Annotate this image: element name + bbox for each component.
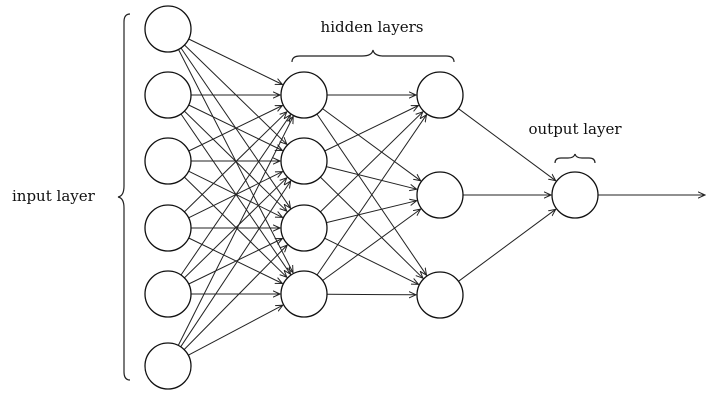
connection-l1-n3-to-n1 xyxy=(322,209,421,281)
hidden-neuron-1-1 xyxy=(280,137,328,185)
connection-l0-n5-to-n2 xyxy=(183,245,287,350)
connection-l1-n1-to-n2 xyxy=(320,176,423,278)
hidden-neuron-1-3 xyxy=(280,270,328,318)
input-neuron-0-3 xyxy=(144,204,192,252)
connection-l0-n4-to-n1 xyxy=(184,178,286,279)
connection-l1-n3-to-n2 xyxy=(326,294,416,295)
connection-l1-n1-to-n1 xyxy=(326,166,416,190)
neurons-group xyxy=(144,5,599,390)
connection-l1-n2-to-n0 xyxy=(320,112,422,213)
connection-l1-n1-to-n0 xyxy=(324,106,419,152)
hidden-layers-label: hidden layers xyxy=(321,18,424,36)
connection-l1-n2-to-n1 xyxy=(326,201,416,224)
input-neuron-0-5 xyxy=(144,342,192,390)
output-layer-label: output layer xyxy=(528,120,622,138)
connection-l1-n2-to-n2 xyxy=(324,237,419,284)
input-layer-label: input layer xyxy=(12,187,96,205)
input-neuron-0-2 xyxy=(144,137,192,185)
connection-l0-n5-to-n0 xyxy=(177,117,293,346)
hidden-neuron-1-2 xyxy=(280,204,328,252)
hidden-neuron-2-2 xyxy=(416,271,464,319)
connection-l0-n5-to-n3 xyxy=(188,305,282,356)
connection-l0-n4-to-n2 xyxy=(188,239,283,285)
connection-l0-n5-to-n1 xyxy=(180,181,291,348)
output-layer-brace xyxy=(554,153,596,164)
connection-l1-n0-to-n1 xyxy=(322,108,421,181)
connection-l0-n4-to-n0 xyxy=(180,115,291,276)
hidden-neuron-2-1 xyxy=(416,171,464,219)
input-neuron-0-0 xyxy=(144,5,192,53)
connection-l2-n2-to-n0 xyxy=(458,209,556,282)
input-neuron-0-1 xyxy=(144,71,192,119)
connection-l0-n2-to-n0 xyxy=(188,106,283,152)
output-neuron-3-0 xyxy=(551,171,599,219)
connection-l2-n0-to-n0 xyxy=(458,108,556,181)
connection-l0-n2-to-n3 xyxy=(184,176,286,277)
connection-l1-n3-to-n0 xyxy=(316,115,427,276)
connections-group xyxy=(177,38,705,356)
input-layer-brace xyxy=(117,13,131,381)
hidden-neuron-1-0 xyxy=(280,71,328,119)
hidden-neuron-2-0 xyxy=(416,71,464,119)
connection-l0-n0-to-n0 xyxy=(188,38,283,85)
hidden-layers-brace xyxy=(291,49,455,63)
input-neuron-0-4 xyxy=(144,270,192,318)
connection-l0-n3-to-n0 xyxy=(184,112,286,213)
